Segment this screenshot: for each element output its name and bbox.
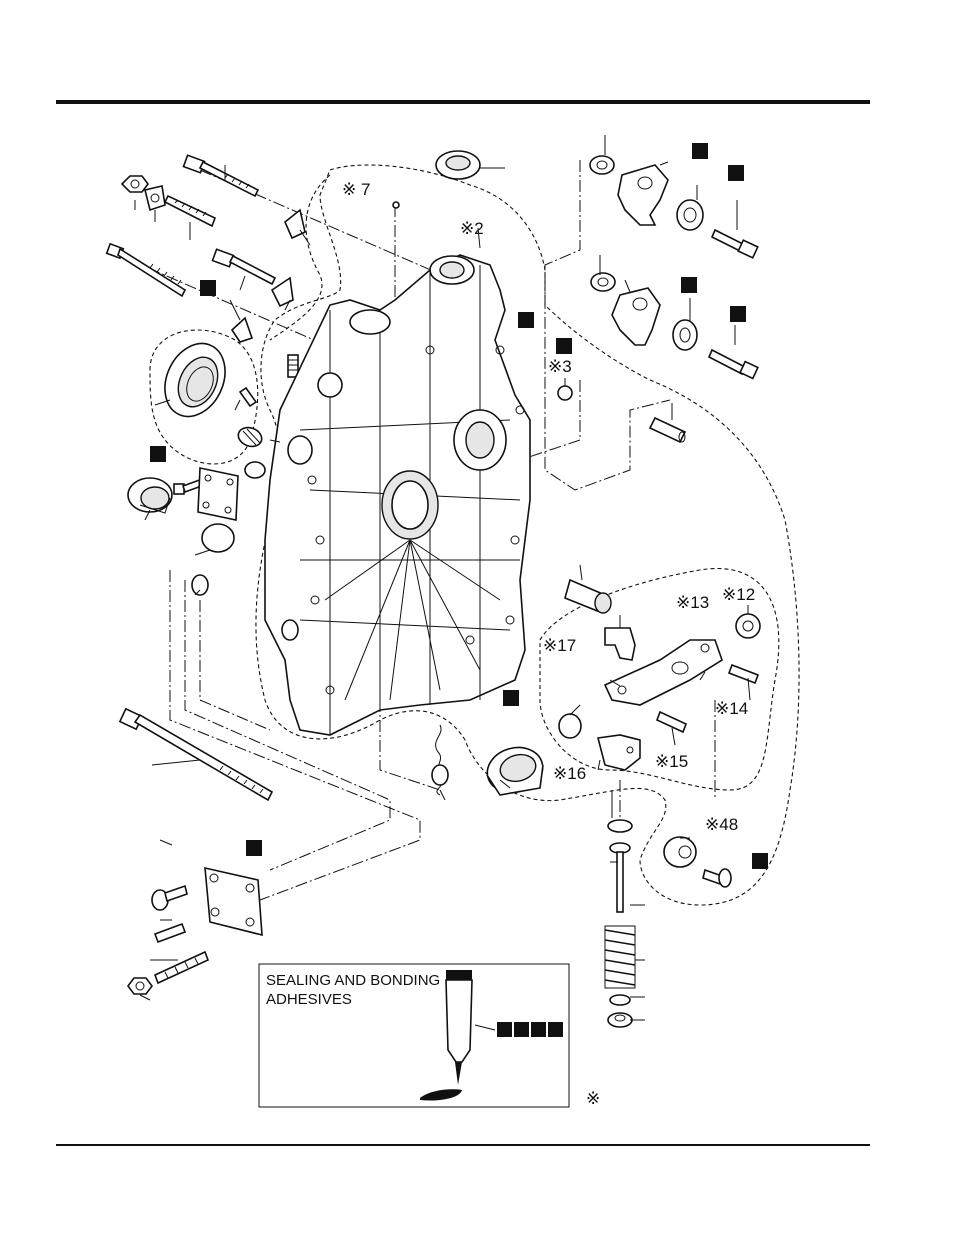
dowel-pin-upper bbox=[650, 418, 685, 442]
steel-ball-3 bbox=[558, 386, 572, 400]
centerline-h bbox=[200, 600, 270, 730]
cover-plate-small bbox=[198, 468, 238, 520]
tab-washer-3 bbox=[272, 278, 293, 306]
shift-fork-upper bbox=[618, 165, 668, 225]
callout-17: ※17 bbox=[543, 636, 576, 655]
long-bolt-1 bbox=[107, 244, 185, 296]
bushing-lower bbox=[673, 320, 697, 350]
bracket-16 bbox=[598, 735, 640, 770]
adhesive-note-box: SEALING AND BONDING ADHESIVES bbox=[259, 964, 569, 1107]
header-rule bbox=[56, 100, 870, 104]
transmission-housing bbox=[265, 255, 530, 735]
callout-12: ※12 bbox=[722, 585, 755, 604]
o-ring-medium bbox=[202, 524, 234, 552]
callout-48: ※48 bbox=[705, 815, 738, 834]
footer-rule bbox=[56, 1144, 870, 1146]
bracket-17 bbox=[605, 628, 635, 660]
callout-2: ※2 bbox=[460, 219, 484, 238]
oil-seal-top bbox=[436, 151, 480, 179]
adhesive-code-squares bbox=[497, 1022, 563, 1037]
spacer bbox=[559, 714, 581, 738]
compression-spring bbox=[605, 926, 635, 988]
washer-upper-2 bbox=[591, 273, 615, 291]
adhesive-note-line2: ADHESIVES bbox=[266, 991, 352, 1008]
hex-nut-cover bbox=[128, 978, 152, 994]
drain-plug bbox=[128, 478, 172, 513]
callout-13: ※13 bbox=[676, 593, 709, 612]
adhesive-note-line1: SEALING AND BONDING bbox=[266, 972, 440, 989]
valve-seat-bottom bbox=[608, 1013, 632, 1027]
pin-14 bbox=[729, 665, 758, 683]
roller-sleeve bbox=[565, 580, 611, 613]
plug-threaded bbox=[236, 424, 265, 449]
tab-washer-1 bbox=[145, 186, 165, 210]
o-ring-small-1 bbox=[245, 462, 265, 478]
callout-7: ※ 7 bbox=[342, 180, 370, 199]
shift-fork-lower bbox=[612, 288, 660, 345]
oil-seal-large bbox=[154, 334, 237, 427]
long-through-bolt bbox=[120, 709, 272, 800]
stud-cover bbox=[155, 952, 208, 983]
washer-upper-1 bbox=[590, 156, 614, 174]
footnote-mark: ※ bbox=[586, 1089, 600, 1108]
bearing-sleeve bbox=[482, 742, 547, 799]
pin-15 bbox=[657, 712, 686, 732]
bushing-upper bbox=[677, 200, 703, 230]
valve-seat-top bbox=[608, 820, 632, 832]
cap-screw-upper-1 bbox=[712, 230, 758, 258]
valve-rod bbox=[610, 843, 630, 912]
bolt-group-boundary bbox=[270, 175, 330, 340]
collar-12 bbox=[736, 614, 760, 638]
adhesive-tube-icon bbox=[420, 970, 472, 1101]
stud-bolt-1 bbox=[165, 196, 215, 226]
tab-washer-4 bbox=[232, 318, 252, 342]
set-screw-small bbox=[240, 388, 256, 406]
callout-3: ※3 bbox=[548, 357, 572, 376]
cap-screw-upper-2 bbox=[709, 350, 758, 378]
set-screw-cover bbox=[155, 924, 185, 942]
cap-screw-cover bbox=[152, 886, 187, 910]
callout-16: ※16 bbox=[553, 764, 586, 783]
callout-15: ※15 bbox=[655, 752, 688, 771]
cap-screw-48 bbox=[703, 869, 731, 887]
steel-ball-7 bbox=[393, 202, 399, 208]
cover-plate-large bbox=[205, 868, 262, 935]
torsion-spring bbox=[432, 725, 448, 795]
callout-14: ※14 bbox=[715, 699, 748, 718]
flange-bolt-1 bbox=[183, 155, 258, 196]
washer-valve bbox=[610, 995, 630, 1005]
o-ring-small-2 bbox=[192, 575, 208, 595]
collar-48 bbox=[664, 837, 696, 867]
